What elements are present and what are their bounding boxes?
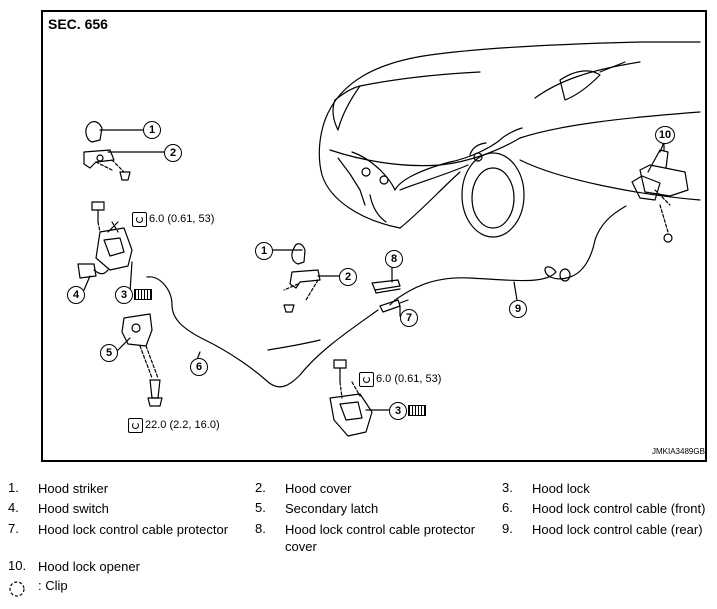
callout-5: 5 bbox=[100, 344, 118, 362]
callout-2-left: 2 bbox=[164, 144, 182, 162]
callout-3-left: 3 bbox=[115, 286, 133, 304]
legend-num-2: 2. bbox=[255, 480, 266, 495]
torque-value-upper: 6.0 (0.61, 53) bbox=[149, 213, 215, 225]
torque-value-latch: 22.0 (2.2, 16.0) bbox=[145, 419, 220, 431]
secondary-latch bbox=[121, 313, 163, 407]
legend-label-9: Hood lock control cable (rear) bbox=[532, 522, 703, 537]
legend-label-4: Hood switch bbox=[38, 501, 109, 516]
hood-striker-center bbox=[291, 243, 306, 265]
hood-lock-left bbox=[91, 201, 133, 271]
section-title: SEC. 656 bbox=[48, 16, 108, 32]
callout-4: 4 bbox=[67, 286, 85, 304]
callout-8: 8 bbox=[385, 250, 403, 268]
legend-num-4: 4. bbox=[8, 500, 19, 515]
torque-icon bbox=[132, 212, 147, 227]
leader-lines bbox=[83, 129, 665, 411]
legend-num-7: 7. bbox=[8, 521, 19, 536]
legend-num-9: 9. bbox=[502, 521, 513, 536]
legend-label-7: Hood lock control cable protector bbox=[38, 522, 229, 537]
hood-cover-left bbox=[83, 149, 131, 181]
legend-num-6: 6. bbox=[502, 500, 513, 515]
legend-label-5: Secondary latch bbox=[285, 501, 379, 516]
callout-7: 7 bbox=[400, 309, 418, 327]
rear-control-cable bbox=[389, 205, 627, 306]
callout-1-center: 1 bbox=[255, 242, 273, 260]
torque-icon bbox=[128, 418, 143, 433]
callout-2-center: 2 bbox=[339, 268, 357, 286]
hood-cover-center bbox=[283, 269, 321, 313]
legend-label-6: Hood lock control cable (front) bbox=[532, 501, 706, 516]
legend-num-10: 10. bbox=[8, 558, 27, 573]
hood-striker-left bbox=[85, 121, 103, 143]
callout-1-left: 1 bbox=[143, 121, 161, 139]
grease-icon bbox=[408, 405, 426, 416]
cable-branch bbox=[267, 339, 321, 351]
figure-id: JMKIA3489GB bbox=[652, 447, 705, 456]
hood-lock-opener bbox=[631, 141, 689, 243]
protector-cover bbox=[371, 279, 401, 294]
legend-num-1: 1. bbox=[8, 480, 19, 495]
torque-icon bbox=[359, 372, 374, 387]
legend-num-3: 3. bbox=[502, 480, 513, 495]
clip-icon bbox=[9, 581, 25, 597]
cable-grommet bbox=[559, 268, 571, 282]
torque-value-lower: 6.0 (0.61, 53) bbox=[376, 373, 442, 385]
legend-label-8: Hood lock control cable protector cover bbox=[285, 522, 476, 554]
legend-label-3: Hood lock bbox=[532, 481, 590, 496]
legend-label-10: Hood lock opener bbox=[38, 559, 140, 574]
legend-num-8: 8. bbox=[255, 521, 266, 536]
legend-label-2: Hood cover bbox=[285, 481, 352, 496]
callout-10: 10 bbox=[655, 126, 675, 144]
grease-icon bbox=[134, 289, 152, 300]
callout-6: 6 bbox=[190, 358, 208, 376]
clip-legend-text: : Clip bbox=[38, 578, 68, 593]
front-control-cable bbox=[146, 276, 379, 388]
hood-lock-right bbox=[329, 359, 373, 437]
callout-3-right: 3 bbox=[389, 402, 407, 420]
legend-label-1: Hood striker bbox=[38, 481, 109, 496]
legend-num-5: 5. bbox=[255, 500, 266, 515]
callout-9: 9 bbox=[509, 300, 527, 318]
hood-switch bbox=[77, 263, 109, 279]
vehicle-outline bbox=[318, 41, 701, 238]
